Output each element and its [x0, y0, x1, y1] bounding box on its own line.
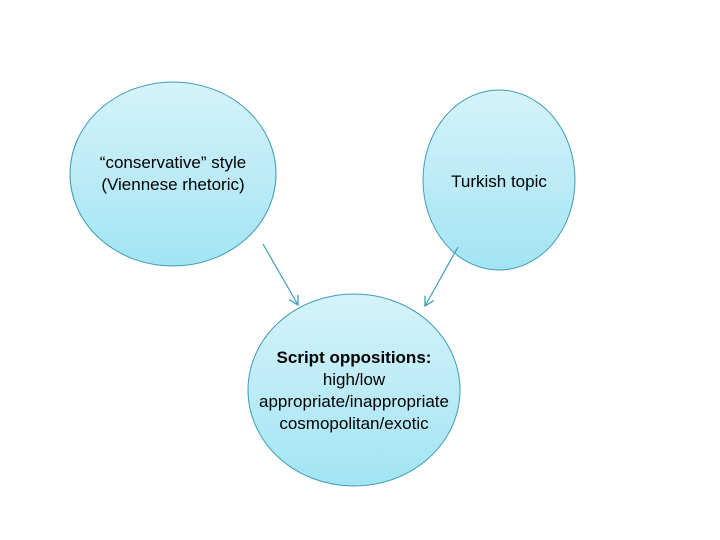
node-topic-line1: Turkish topic — [451, 172, 547, 191]
node-oppositions-line1: high/low — [322, 370, 386, 389]
node-style-line1: “conservative” style — [99, 153, 247, 172]
node-oppositions-circle — [247, 293, 461, 487]
node-topic-label: Turkish topic — [429, 170, 569, 194]
node-style-label: “conservative” style (Viennese rhetoric) — [73, 149, 273, 199]
node-oppositions-line2: appropriate/inappropriate — [259, 392, 449, 411]
node-style-circle — [69, 81, 277, 267]
node-oppositions-label: Script oppositions: high/low appropriate… — [249, 345, 459, 437]
arrow-topic-to-oppositions — [424, 246, 459, 308]
node-oppositions-line3: cosmopolitan/exotic — [279, 414, 429, 433]
arrow-style-to-oppositions — [262, 243, 299, 307]
node-topic-circle — [422, 89, 576, 271]
node-style-line2: (Viennese rhetoric) — [101, 175, 245, 194]
node-oppositions-heading: Script oppositions: — [276, 348, 432, 367]
